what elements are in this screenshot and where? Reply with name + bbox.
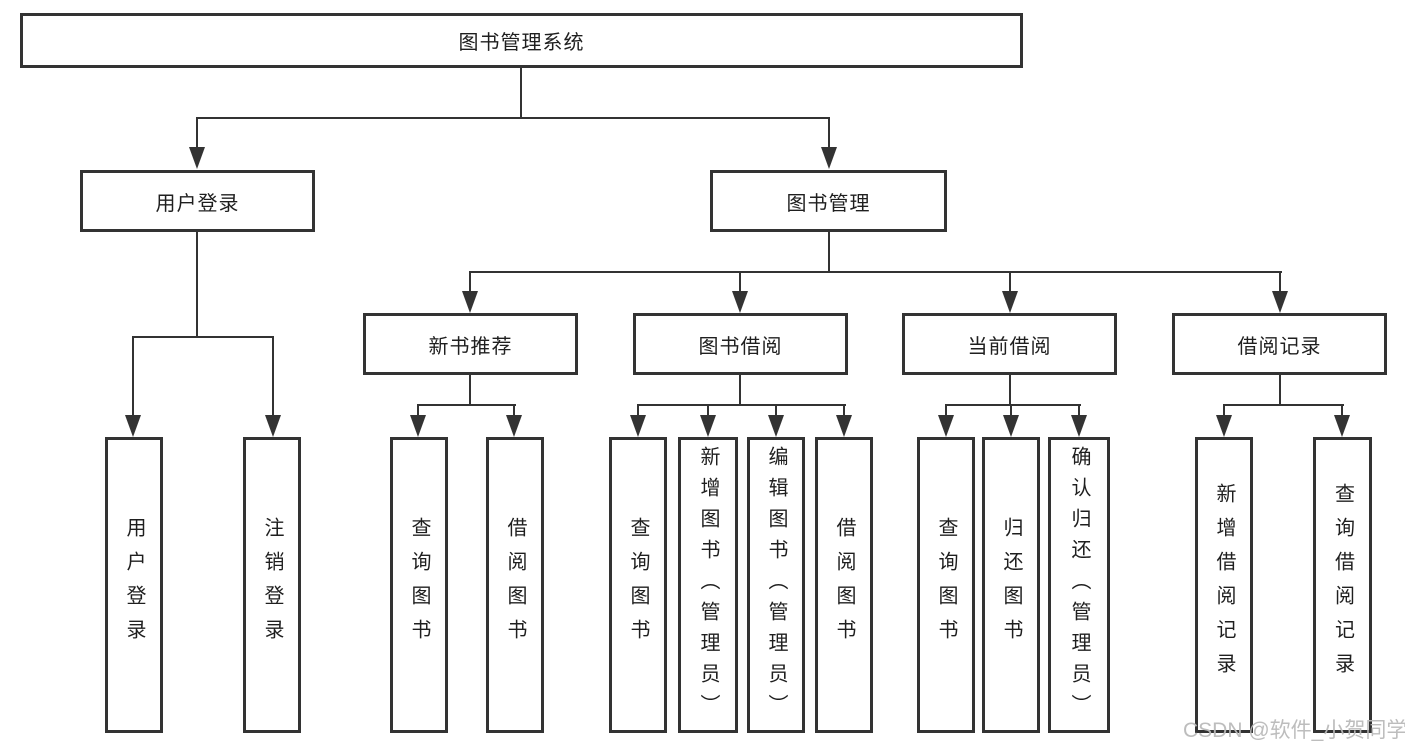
leaf-user-login-label: 用户登录 <box>123 517 145 653</box>
leaf-edit-books-admin: 编辑图书（管理员） <box>747 437 805 733</box>
node-book-borrowing: 图书借阅 <box>633 313 848 375</box>
leaf-query-borrow-record-label: 查询借阅记录 <box>1331 483 1354 687</box>
arrow-down-icon <box>1071 415 1087 437</box>
leaf-return-books: 归还图书 <box>982 437 1040 733</box>
connector-line <box>828 117 830 149</box>
leaf-return-books-label: 归还图书 <box>1000 517 1022 653</box>
connector-line <box>469 271 1282 273</box>
leaf-current-query-books-label: 查询图书 <box>935 517 957 653</box>
connector-line <box>469 375 471 406</box>
connector-line <box>739 271 741 293</box>
connector-line <box>828 232 830 272</box>
leaf-confirm-return-admin: 确认归还（管理员） <box>1048 437 1110 733</box>
connector-line <box>1009 375 1011 406</box>
node-root: 图书管理系统 <box>20 13 1023 68</box>
connector-line <box>196 232 198 337</box>
connector-line <box>417 404 516 406</box>
arrow-down-icon <box>836 415 852 437</box>
arrow-down-icon <box>410 415 426 437</box>
node-current-borrowing: 当前借阅 <box>902 313 1117 375</box>
connector-line <box>132 336 134 418</box>
arrow-down-icon <box>938 415 954 437</box>
node-book-borrowing-label: 图书借阅 <box>698 335 783 358</box>
connector-line <box>196 117 198 149</box>
arrow-down-icon <box>1334 415 1350 437</box>
leaf-borrowing-query-books-label: 查询图书 <box>627 517 649 653</box>
arrow-down-icon <box>732 291 748 313</box>
arrow-down-icon <box>1216 415 1232 437</box>
connector-line <box>707 404 709 418</box>
leaf-user-login: 用户登录 <box>105 437 163 733</box>
leaf-confirm-return-admin-label: 确认归还（管理员） <box>1068 445 1090 725</box>
leaf-logout: 注销登录 <box>243 437 301 733</box>
node-new-book-recommend-label: 新书推荐 <box>428 335 513 358</box>
arrow-down-icon <box>506 415 522 437</box>
connector-line <box>1009 271 1011 293</box>
watermark: CSDN @软件_小贺同学 <box>1183 719 1405 742</box>
connector-line <box>739 375 741 406</box>
leaf-add-books-admin: 新增图书（管理员） <box>678 437 738 733</box>
node-root-label: 图书管理系统 <box>458 32 585 54</box>
arrow-down-icon <box>821 147 837 169</box>
leaf-recommend-borrow-books-label: 借阅图书 <box>504 517 526 653</box>
connector-line <box>417 404 419 418</box>
leaf-add-borrow-record: 新增借阅记录 <box>1195 437 1253 733</box>
connector-line <box>196 117 830 119</box>
leaf-add-borrow-record-label: 新增借阅记录 <box>1213 483 1235 687</box>
leaf-edit-books-admin-label: 编辑图书（管理员） <box>765 445 787 725</box>
node-user-login: 用户登录 <box>80 170 315 232</box>
arrow-down-icon <box>125 415 141 437</box>
connector-line <box>272 336 274 418</box>
arrow-down-icon <box>1003 415 1019 437</box>
node-borrowing-records-label: 借阅记录 <box>1237 335 1322 358</box>
arrow-down-icon <box>630 415 646 437</box>
connector-line <box>520 68 522 118</box>
leaf-logout-label: 注销登录 <box>261 517 283 653</box>
leaf-add-books-admin-label: 新增图书（管理员） <box>697 445 719 725</box>
connector-line <box>1078 404 1080 418</box>
connector-line <box>637 404 639 418</box>
connector-line <box>945 404 947 418</box>
connector-line <box>132 336 274 338</box>
connector-line <box>637 404 846 406</box>
node-user-login-label: 用户登录 <box>155 192 240 215</box>
connector-line <box>469 271 471 293</box>
arrow-down-icon <box>265 415 281 437</box>
leaf-borrowing-borrow-books: 借阅图书 <box>815 437 873 733</box>
node-book-management-label: 图书管理 <box>786 192 871 215</box>
node-new-book-recommend: 新书推荐 <box>363 313 578 375</box>
arrow-down-icon <box>1002 291 1018 313</box>
leaf-borrowing-borrow-books-label: 借阅图书 <box>833 517 855 653</box>
arrow-down-icon <box>1272 291 1288 313</box>
arrow-down-icon <box>700 415 716 437</box>
node-current-borrowing-label: 当前借阅 <box>967 335 1052 358</box>
arrow-down-icon <box>462 291 478 313</box>
leaf-query-borrow-record: 查询借阅记录 <box>1313 437 1372 733</box>
leaf-borrowing-query-books: 查询图书 <box>609 437 667 733</box>
connector-line <box>945 404 1081 406</box>
leaf-recommend-borrow-books: 借阅图书 <box>486 437 544 733</box>
leaf-current-query-books: 查询图书 <box>917 437 975 733</box>
connector-line <box>775 404 777 418</box>
connector-line <box>513 404 515 418</box>
leaf-recommend-query-books: 查询图书 <box>390 437 448 733</box>
connector-line <box>1341 404 1343 418</box>
leaf-recommend-query-books-label: 查询图书 <box>408 517 430 653</box>
connector-line <box>1010 404 1012 418</box>
node-borrowing-records: 借阅记录 <box>1172 313 1387 375</box>
connector-line <box>843 404 845 418</box>
connector-line <box>1223 404 1225 418</box>
arrow-down-icon <box>768 415 784 437</box>
connector-line <box>1279 375 1281 406</box>
node-book-management: 图书管理 <box>710 170 947 232</box>
connector-line <box>1279 271 1281 293</box>
arrow-down-icon <box>189 147 205 169</box>
connector-line <box>1223 404 1344 406</box>
